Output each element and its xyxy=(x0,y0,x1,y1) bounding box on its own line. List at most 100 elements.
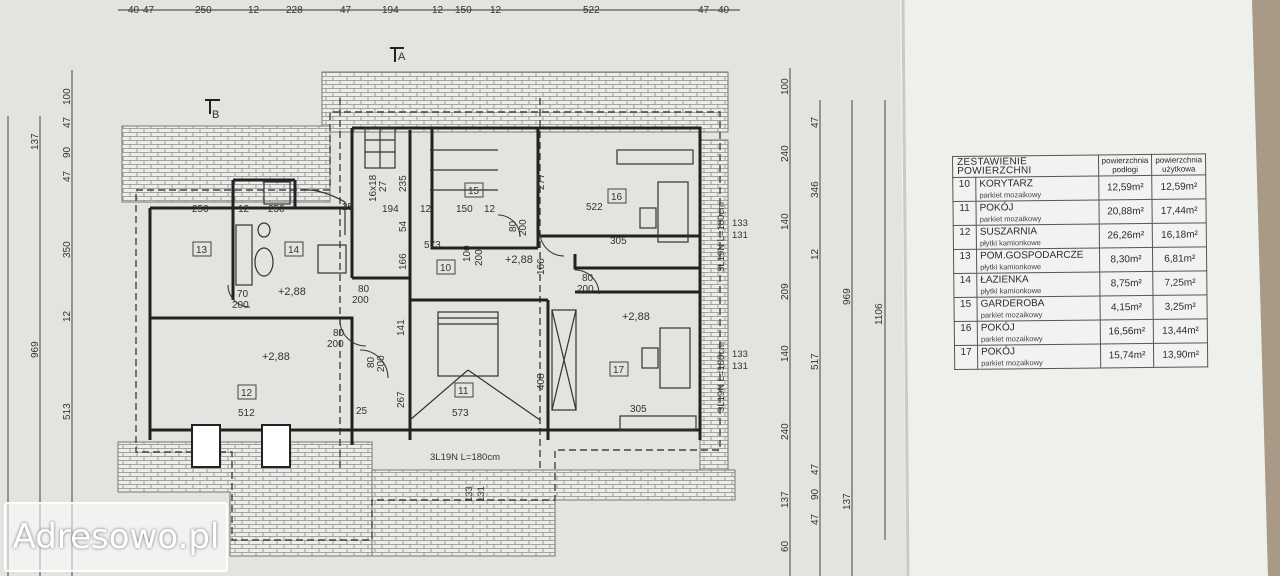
dim-label: 27 xyxy=(378,180,389,192)
col-header-floor: powierzchnia podłogi xyxy=(1098,154,1153,176)
area-floor: 15,74m² xyxy=(1100,343,1155,368)
dim-label: 47 xyxy=(810,116,821,128)
dim-label: 277 xyxy=(536,173,547,190)
dim-label: 54 xyxy=(398,220,409,232)
dim-label: 512 xyxy=(238,408,255,419)
watermark-logo[interactable]: Adresowo.pl xyxy=(4,502,228,572)
table-title: ZESTAWIENIE POWIERZCHNI xyxy=(952,154,1099,178)
door-labels: 70 200 80 200 80 200 80 200 80 200 100 2… xyxy=(232,219,594,372)
inner-dimension-labels: 250 12 250 25 194 12 150 12 522 512 573 … xyxy=(192,173,647,419)
room-number: 16 xyxy=(954,321,978,346)
room-15-number: 15 xyxy=(468,186,480,197)
right-dimension-labels: 100 47 240 346 140 12 209 969 1106 140 5… xyxy=(780,78,885,552)
window-dim: 131 xyxy=(732,230,748,241)
dim-label: 90 xyxy=(62,146,73,158)
area-usable: 16,18m² xyxy=(1152,222,1207,248)
dim-label: 47 xyxy=(62,116,73,128)
door-width: 80 xyxy=(333,328,345,339)
room-flooring: parkiet mozaikowy xyxy=(981,358,1043,368)
dim-label: 40 xyxy=(128,5,140,16)
section-marker-a: A xyxy=(398,51,406,63)
page-fold xyxy=(901,0,910,576)
window-dim: 131 xyxy=(732,361,748,372)
dim-label: 969 xyxy=(842,288,853,305)
window-dim: 131 xyxy=(476,486,487,502)
dim-label: 350 xyxy=(62,241,73,258)
room-12-number: 12 xyxy=(241,388,253,399)
room-flooring: płytki kamionkowe xyxy=(980,286,1042,296)
outline-dashed xyxy=(135,98,721,541)
area-usable: 7,25m² xyxy=(1153,270,1207,296)
dim-label: 573 xyxy=(452,408,469,419)
door-swings xyxy=(227,214,600,379)
area-floor: 20,88m² xyxy=(1098,199,1153,224)
dim-label: 250 xyxy=(268,204,285,215)
section-markers: A B xyxy=(205,47,406,121)
window-spec: 3L19N L=180cm xyxy=(430,452,500,463)
room-flooring: parkiet mozaikowy xyxy=(979,214,1042,224)
dim-label: 194 xyxy=(382,5,399,16)
dim-label: 140 xyxy=(780,213,791,230)
left-dimension-labels: 100 47 137 90 47 350 12 969 513 xyxy=(30,88,73,420)
dim-label: 235 xyxy=(398,175,409,192)
dim-label: 141 xyxy=(396,319,407,336)
level-label: +2,88 xyxy=(262,351,290,363)
door-height: 200 xyxy=(577,284,594,295)
room-number: 10 xyxy=(952,177,976,202)
dim-label: 305 xyxy=(630,404,647,415)
window-dim: 133 xyxy=(732,349,748,360)
area-usable: 12,59m² xyxy=(1152,174,1206,200)
dim-label: 25 xyxy=(356,406,368,417)
dim-label: 12 xyxy=(420,204,432,215)
dim-label: 194 xyxy=(382,204,399,215)
col-header-usable: powierzchnia użytkowa xyxy=(1151,153,1206,176)
level-label: +2,88 xyxy=(278,286,306,298)
door-height: 200 xyxy=(474,249,485,266)
dim-label: 166 xyxy=(398,253,409,270)
window-dim: 133 xyxy=(464,486,475,502)
dim-label: 969 xyxy=(30,341,41,358)
dim-label: 100 xyxy=(62,88,73,105)
dim-label: 517 xyxy=(810,353,821,370)
dim-label: 267 xyxy=(396,391,407,408)
dim-label: 1106 xyxy=(874,303,885,325)
door-height: 200 xyxy=(376,355,387,372)
dim-label: 12 xyxy=(810,248,821,260)
door-height: 200 xyxy=(327,339,344,350)
room-number: 12 xyxy=(953,225,977,250)
room-11-number: 11 xyxy=(458,386,469,397)
top-dimension-labels: 40 47 250 12 228 47 194 12 150 12 522 47… xyxy=(128,5,730,16)
dimension-lines xyxy=(7,9,886,576)
room-flooring: płytki kamionkowe xyxy=(980,262,1042,272)
area-floor: 12,59m² xyxy=(1098,175,1153,200)
door-height: 200 xyxy=(352,295,369,306)
room-13-number: 13 xyxy=(196,245,208,256)
dim-label: 408 xyxy=(536,373,547,390)
room-10-number: 10 xyxy=(440,263,452,274)
room-number: 15 xyxy=(953,297,978,322)
level-label: +2,88 xyxy=(622,311,650,323)
room-number: 11 xyxy=(952,201,977,226)
area-usable: 13,90m² xyxy=(1153,342,1208,368)
dim-label: 137 xyxy=(780,491,791,508)
room-flooring: parkiet mozaikowy xyxy=(980,310,1043,320)
dim-label: 47 xyxy=(810,513,821,525)
dim-label: 209 xyxy=(780,283,791,300)
dim-label: 522 xyxy=(583,5,600,16)
dim-label: 573 xyxy=(424,240,441,251)
room-number: 13 xyxy=(953,249,977,274)
area-usable: 13,44m² xyxy=(1153,318,1208,344)
door-height: 200 xyxy=(232,300,249,311)
door-width: 80 xyxy=(508,220,519,232)
room-14-number: 14 xyxy=(288,245,300,256)
dim-label: 47 xyxy=(810,463,821,475)
dim-label: 305 xyxy=(610,236,627,247)
